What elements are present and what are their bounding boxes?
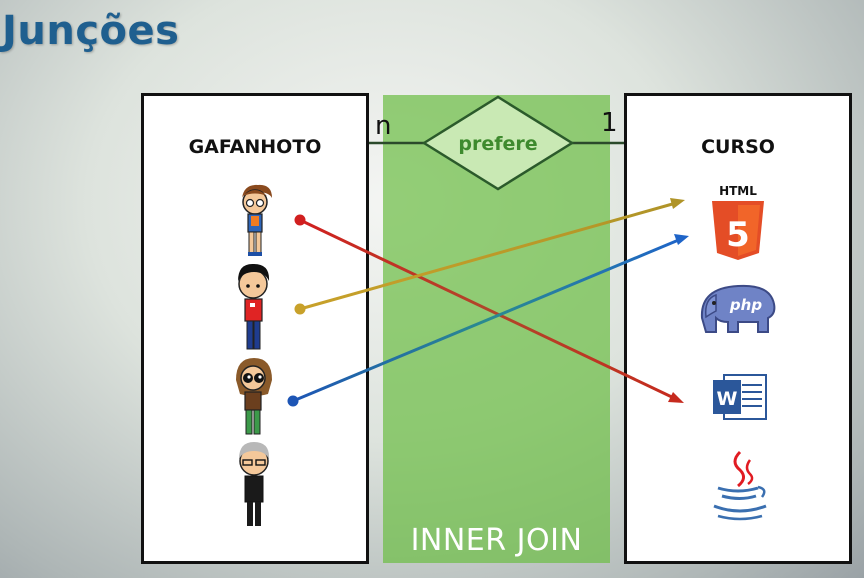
link-person1-word (294, 214, 684, 403)
page-title: Junções (2, 8, 180, 54)
java-cup-icon (713, 450, 767, 521)
html5-label: HTML (719, 184, 757, 198)
right-cardinality: 1 (601, 108, 618, 138)
link-person2-html (294, 198, 685, 315)
person-2-icon (238, 263, 270, 350)
word-doc-icon: W (713, 374, 767, 420)
inner-join-label: INNER JOIN (410, 523, 583, 558)
person-3-icon (236, 358, 272, 435)
link-person3-html (287, 234, 689, 407)
person-4-icon (239, 442, 270, 526)
svg-text:5: 5 (726, 215, 750, 255)
relationship-name: prefere (458, 133, 537, 155)
php-label: php (729, 296, 762, 314)
entity-curso-label: CURSO (701, 136, 775, 158)
left-cardinality: n (375, 111, 391, 141)
relationship-diamond (421, 95, 575, 191)
html5-logo-icon: HTML 5 (712, 184, 764, 260)
word-label: W (717, 388, 738, 410)
php-elephant-icon: php (700, 284, 776, 333)
entity-gafanhoto-label: GAFANHOTO (188, 136, 322, 158)
person-1-icon (242, 184, 272, 256)
